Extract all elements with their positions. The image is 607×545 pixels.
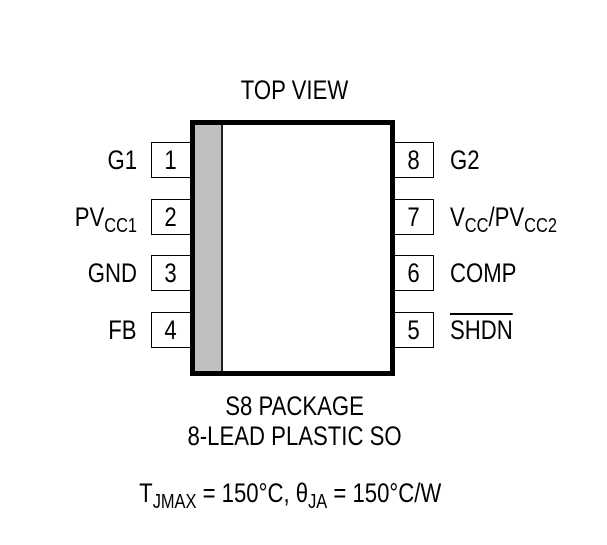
pin-6-label: COMP	[450, 255, 531, 291]
pin-7-label-sub2: CC2	[524, 215, 557, 237]
pin-8-label-text: G2	[450, 145, 480, 175]
pin-5-label-text: SHDN	[450, 315, 513, 345]
pin-4-number: 4	[164, 315, 178, 345]
pin-2-box: 2	[151, 199, 190, 235]
package-description: 8-LEAD PLASTIC SO	[0, 421, 590, 451]
diagram-title: TOP VIEW	[0, 74, 590, 106]
pin-3-label: GND	[77, 255, 137, 291]
pin-2-label-main: PV	[74, 202, 105, 232]
pin-1-number: 1	[164, 145, 178, 175]
pin-3-number: 3	[164, 258, 178, 288]
pin-8-label: G2	[450, 142, 486, 178]
pin-4-label-text: FB	[108, 315, 137, 345]
tjmax-symbol: T	[138, 478, 153, 508]
thermal-specs: TJMAX = 150°C, θJA = 150°C/W	[0, 478, 580, 512]
pin-2-number: 2	[164, 202, 178, 232]
pin1-indicator-band	[195, 125, 223, 371]
pin-2-label: PVCC1	[61, 199, 137, 237]
package-description-text: 8-LEAD PLASTIC SO	[187, 421, 403, 451]
pin-2-label-subscript: CC1	[104, 215, 137, 237]
package-name: S8 PACKAGE	[0, 391, 590, 421]
pin-7-label-mid: /PV	[488, 202, 525, 232]
tjmax-subscript: JMAX	[152, 491, 197, 513]
pin-1-box: 1	[151, 142, 190, 178]
pin-6-number: 6	[407, 258, 421, 288]
package-name-text: S8 PACKAGE	[225, 391, 365, 421]
pin-7-box: 7	[395, 199, 434, 235]
package-body	[190, 120, 395, 376]
pin-5-box: 5	[395, 312, 434, 348]
theta-ja-subscript: JA	[307, 491, 327, 513]
pin-5-label: SHDN	[450, 312, 527, 348]
pin-4-label: FB	[102, 312, 137, 348]
pin-6-label-text: COMP	[450, 258, 517, 288]
pin-3-label-text: GND	[87, 258, 137, 288]
tjmax-value: = 150°C,	[196, 478, 296, 508]
pin-8-box: 8	[395, 142, 434, 178]
pin-1-label: G1	[101, 142, 137, 178]
title-text: TOP VIEW	[241, 75, 349, 105]
pin-1-label-text: G1	[107, 145, 137, 175]
theta-ja-symbol: θ	[295, 478, 308, 508]
pin-8-number: 8	[407, 145, 421, 175]
pin-7-label-v: V	[450, 202, 465, 232]
pin-6-box: 6	[395, 255, 434, 291]
pin-7-number: 7	[407, 202, 421, 232]
pin-7-label-sub1: CC	[464, 215, 489, 237]
pin-3-box: 3	[151, 255, 190, 291]
pin-5-number: 5	[407, 315, 421, 345]
pin-4-box: 4	[151, 312, 190, 348]
theta-ja-value: = 150°C/W	[326, 478, 442, 508]
pin-7-label: VCC/PVCC2	[450, 199, 580, 237]
